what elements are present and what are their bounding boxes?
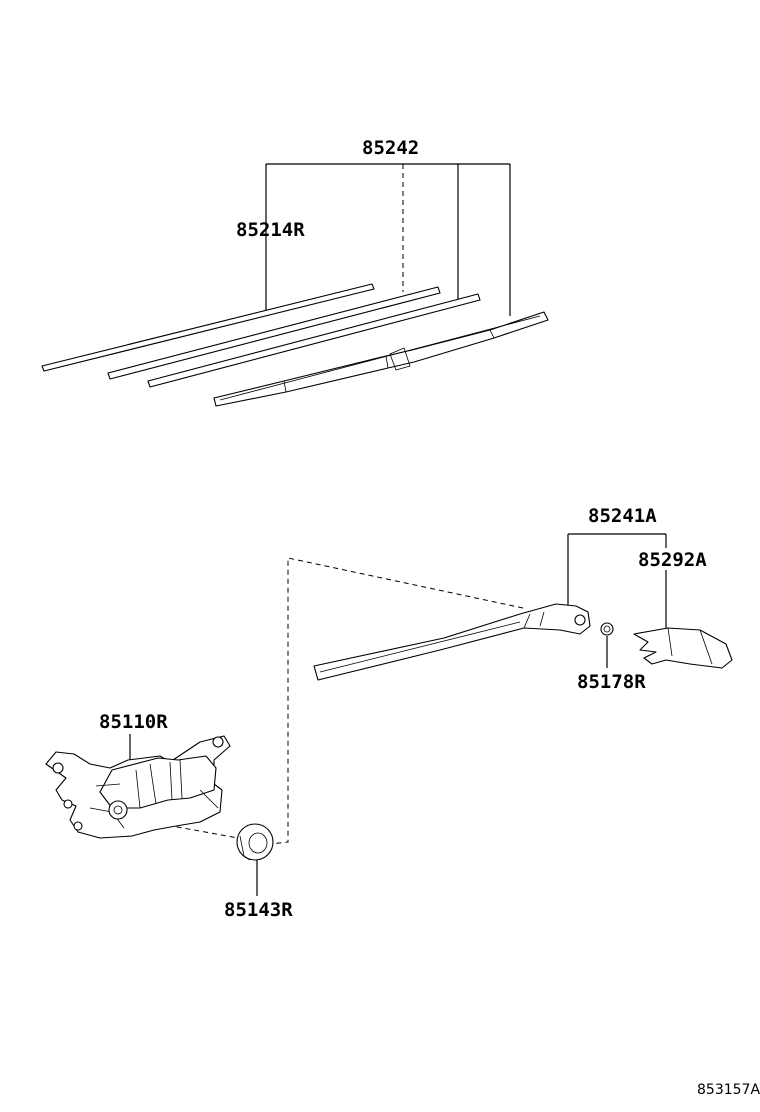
motor-mount-hole-left: [52, 762, 64, 774]
arm-pivot-hole: [574, 614, 586, 626]
motor-mount-hole-lower: [63, 799, 73, 809]
motor-group: [45, 734, 274, 896]
label-85214R: 85214R: [236, 219, 305, 241]
label-85242: 85242: [362, 137, 419, 159]
label-85241A: 85241A: [588, 505, 657, 527]
motor-shaft: [113, 805, 123, 815]
label-85143R: 85143R: [224, 899, 293, 921]
label-85178R: 85178R: [577, 671, 646, 693]
motor-shaft-boss: [108, 800, 128, 820]
nut-inner: [603, 625, 611, 633]
leader-85241A: [567, 533, 667, 606]
grommet-inner: [248, 832, 268, 854]
leader-85242: [265, 163, 511, 316]
motor-mount-hole-bottom: [73, 821, 83, 831]
blade-strip-1: [107, 286, 441, 380]
relation-line: [261, 557, 524, 846]
grommet-edge: [239, 835, 251, 861]
label-85292A: 85292A: [638, 549, 707, 571]
motor-relation-dash: [149, 821, 239, 839]
wiper-motor-detail: [89, 759, 219, 829]
blade-strip-2: [147, 293, 481, 388]
blade-group: [41, 163, 549, 407]
diagram-code: 853157A: [697, 1082, 760, 1098]
arm-cap: [633, 627, 733, 669]
arm-cap-detail: [667, 627, 713, 665]
grommet: [236, 823, 274, 861]
wiper-arm-detail: [319, 611, 545, 673]
motor-mount-hole-right: [212, 736, 224, 748]
blade-frame-detail: [219, 315, 541, 401]
wiper-arm: [313, 603, 591, 681]
arm-group: [313, 533, 733, 681]
blade-rubber: [41, 283, 375, 372]
label-85110R: 85110R: [99, 711, 168, 733]
nut: [600, 622, 614, 636]
